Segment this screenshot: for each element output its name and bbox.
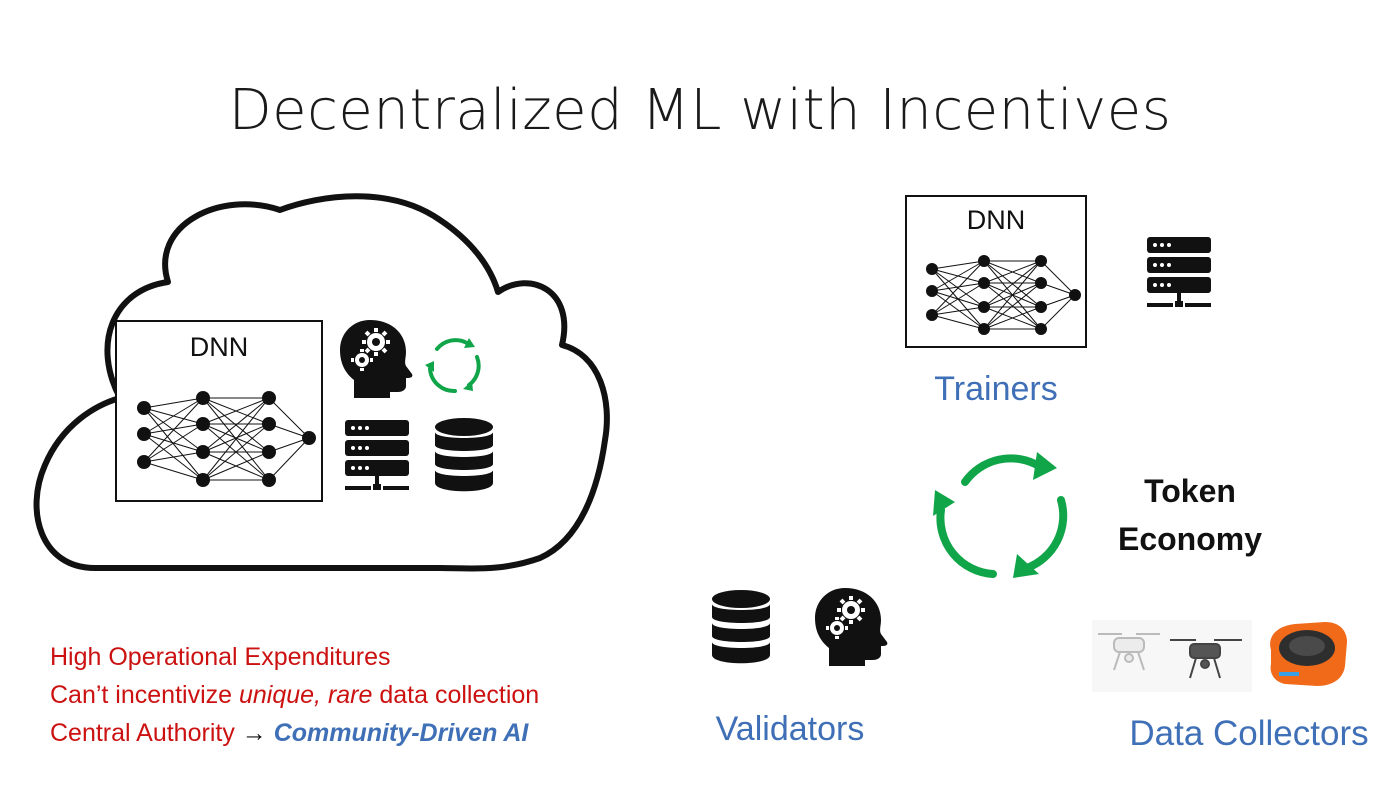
token-line: Token [1144,473,1236,509]
cloud-dnn-label: DNN [189,332,249,362]
validators-label: Validators [715,710,865,748]
drawback-line-1: High Operational Expenditures [50,643,391,671]
economy-line: Economy [1117,521,1263,557]
data-collectors-label: Data Collectors [1129,714,1369,753]
drawback-line-2-c: data collection [372,681,540,709]
drone-icon [1092,620,1252,692]
head-gears-icon [815,588,888,666]
cloud-dnn-box: DNN [115,320,323,502]
drawback-line-3: Central Authority → Community-Driven AI [50,714,690,752]
sensor-device-icon [1270,622,1347,686]
drawbacks-list: High Operational Expenditures Can’t ince… [50,638,690,752]
trainers-dnn-label: DNN [966,205,1026,235]
drawback-line-2-a: Can’t incentivize [50,681,239,709]
server-icon [345,420,409,490]
neural-network-icon [926,255,1081,335]
trainers-label: Trainers [934,370,1058,408]
trainers-dnn-box: DNN [905,195,1087,348]
token-economy-label: Token Economy [1100,467,1280,563]
community-driven-ai: Community-Driven AI [273,719,529,747]
database-icon [435,418,493,492]
drawback-line-2-emph: unique, rare [238,681,373,709]
drawback-line-2: Can’t incentivize unique, rare data coll… [50,676,690,714]
neural-network-icon [137,391,316,487]
head-gears-icon [340,320,413,398]
database-icon [712,590,770,664]
drawback-line-3-a: Central Authority [50,719,242,747]
arrow-right-icon: → [241,719,267,747]
recycle-arrows-icon [425,338,481,394]
server-icon [1147,237,1211,307]
recycle-arrows-icon [933,452,1068,578]
page-title: Decentralized ML with Incentives [228,78,1172,143]
